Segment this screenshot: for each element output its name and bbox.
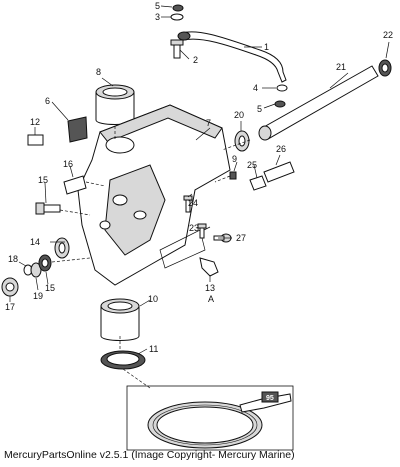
pad-6 [67, 116, 88, 143]
screw-24 [183, 195, 193, 213]
callout-19: 19 [33, 291, 43, 301]
callout-20: 20 [234, 110, 244, 120]
washer-19 [30, 262, 42, 278]
bushing-10 [100, 298, 140, 341]
callout-12: 12 [30, 117, 40, 127]
copyright-footer: MercuryPartsOnline v2.5.1 (Image Copyrig… [4, 449, 295, 461]
clip-13 [199, 257, 219, 277]
screw-2 [170, 39, 184, 59]
nut-17 [1, 277, 19, 297]
callout-5-bottom: 5 [257, 104, 262, 114]
callout-labels: 5 3 2 1 4 5 22 21 8 6 12 20 7 9 25 26 16… [5, 1, 393, 402]
callout-95: 95 [266, 395, 274, 402]
callout-26: 26 [276, 144, 286, 154]
pin-16 [63, 175, 87, 195]
steering-link-rod [177, 31, 287, 83]
callout-23: 23 [189, 223, 199, 233]
callout-8: 8 [96, 67, 101, 77]
sealant-tube-95 [239, 391, 292, 413]
callout-22: 22 [383, 30, 393, 40]
tube-21 [258, 65, 379, 141]
callout-21: 21 [336, 62, 346, 72]
washer-20 [234, 130, 250, 152]
callout-2: 2 [193, 55, 198, 65]
callout-6: 6 [45, 96, 50, 106]
callout-15-lower: 15 [45, 283, 55, 293]
callout-9: 9 [232, 154, 237, 164]
callout-13: 13 [205, 283, 215, 293]
callout-14: 14 [30, 237, 40, 247]
washer-14 [54, 237, 70, 259]
bushing-15-lower [38, 254, 52, 272]
callout-10: 10 [148, 294, 158, 304]
callout-4: 4 [253, 83, 258, 93]
bolt-15-upper [35, 202, 61, 215]
bushing-8 [95, 84, 135, 125]
callout-7: 7 [206, 118, 211, 128]
leader-lines [9, 5, 390, 389]
seal-22 [378, 59, 392, 77]
callout-17: 17 [5, 302, 15, 312]
callout-16: 16 [63, 159, 73, 169]
pin-9 [229, 171, 237, 180]
callout-18: 18 [8, 254, 18, 264]
callout-11: 11 [149, 344, 158, 354]
screw-23 [197, 223, 207, 239]
callout-5-top: 5 [155, 1, 160, 11]
callout-1: 1 [264, 42, 269, 52]
callout-27: 27 [236, 233, 246, 243]
callout-3: 3 [155, 12, 160, 22]
decal-12 [27, 134, 44, 146]
callout-13-A: A [208, 294, 214, 304]
nut-washer-lower [274, 84, 288, 108]
pin-26 [263, 161, 295, 183]
callout-24: 24 [188, 198, 198, 208]
bushing-25 [249, 175, 267, 191]
washer-nut-upper [170, 4, 184, 21]
callout-25: 25 [247, 160, 257, 170]
swivel-bracket-7 [77, 104, 231, 286]
callout-15-upper: 15 [38, 175, 48, 185]
